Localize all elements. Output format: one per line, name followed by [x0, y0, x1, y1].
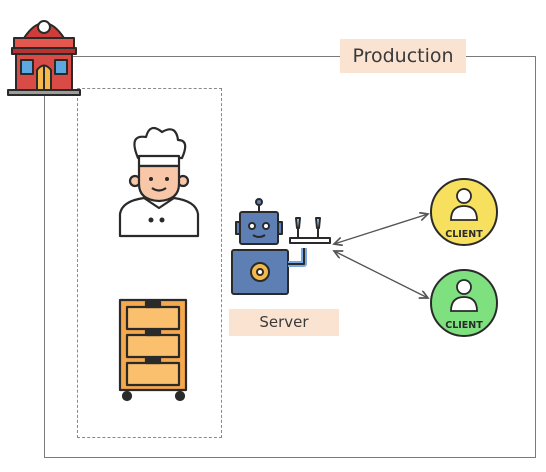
chef-icon	[118, 126, 200, 238]
client-top-label: CLIENT	[445, 229, 483, 240]
arrow-to-top-client	[334, 214, 428, 244]
restaurant-icon	[7, 20, 81, 96]
kitchen-dashed-box	[77, 88, 222, 438]
client-icon: CLIENT	[430, 269, 498, 337]
server-label: Server	[229, 309, 339, 336]
client-icon: CLIENT	[430, 178, 498, 246]
production-frame	[44, 56, 536, 458]
robot-waiter-icon	[231, 198, 331, 295]
production-label: Production	[340, 39, 466, 73]
arrow-to-bottom-client	[334, 251, 428, 298]
drawer-cabinet-icon	[118, 298, 188, 402]
client-bottom-label: CLIENT	[445, 320, 483, 331]
